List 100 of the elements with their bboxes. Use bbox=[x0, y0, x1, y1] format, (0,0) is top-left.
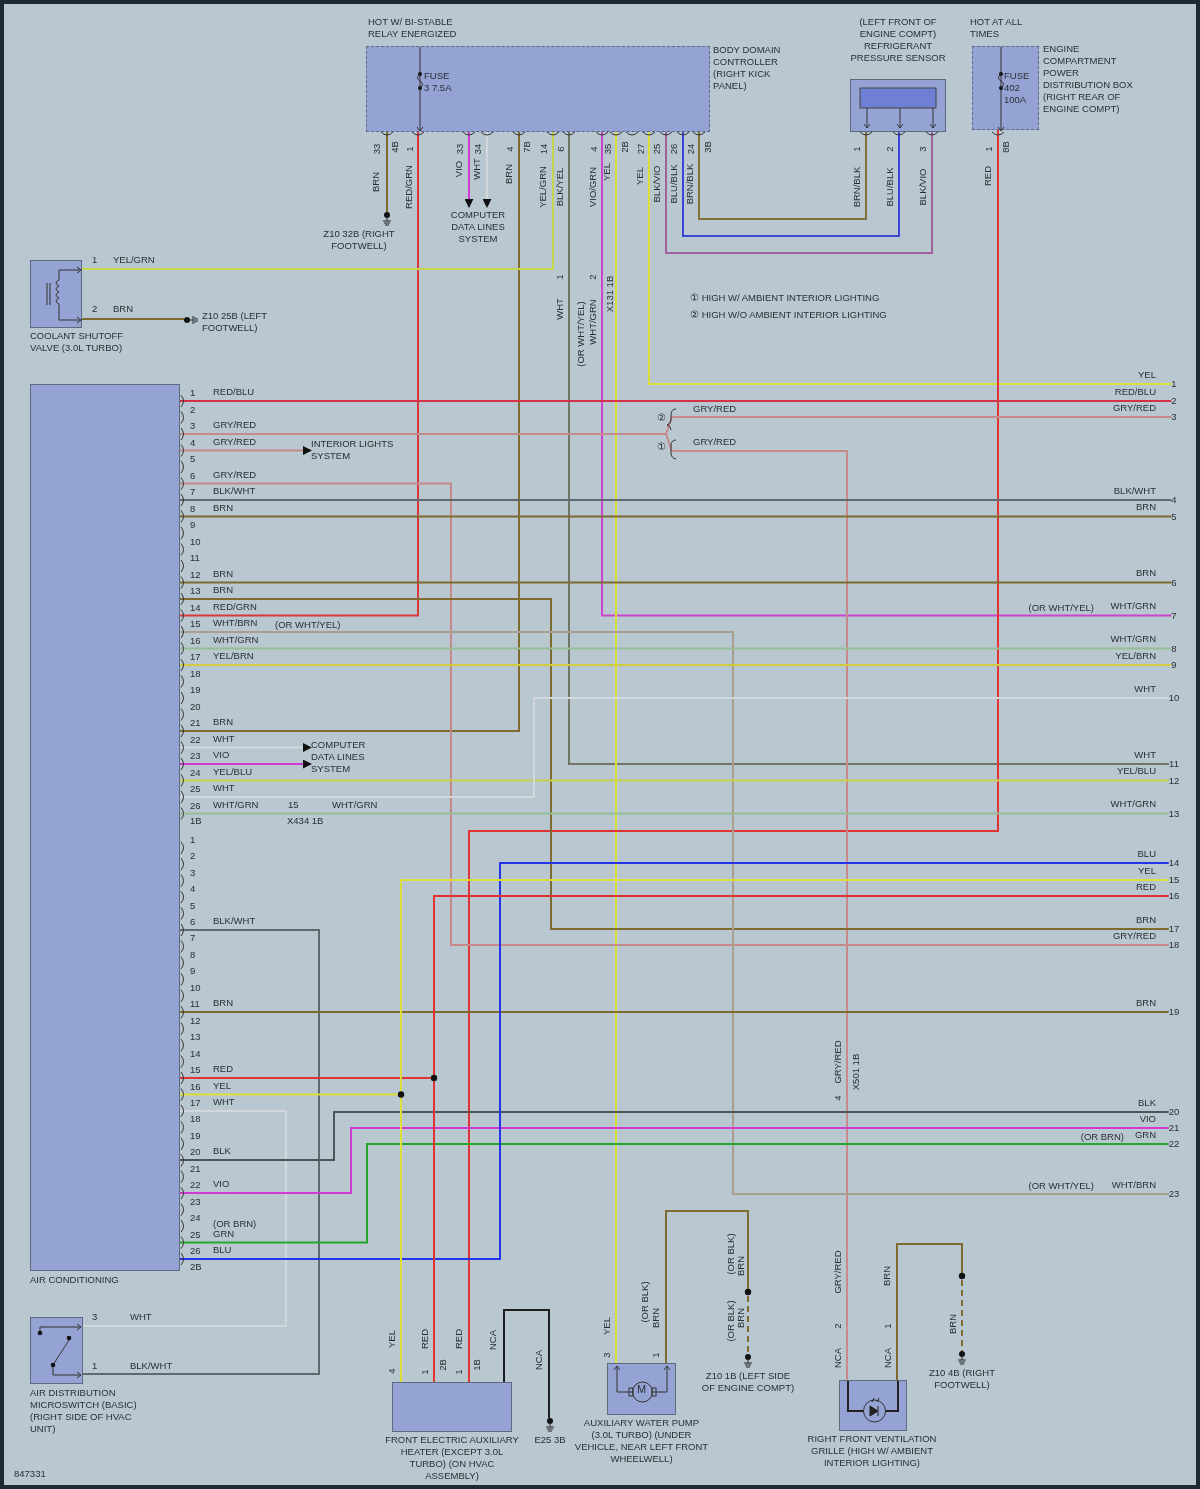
wire-color-label: (OR WHT/YEL) bbox=[1028, 602, 1094, 614]
wire-color-label: (OR WHT/YEL) bbox=[1028, 1180, 1094, 1192]
wire bbox=[82, 1110, 287, 1327]
pin-number: 17 bbox=[190, 1096, 201, 1109]
pin-number: 2B bbox=[190, 1261, 202, 1274]
wire-color-label: RED/BLU bbox=[213, 386, 255, 398]
wire bbox=[386, 131, 388, 213]
pin-number: 26 bbox=[668, 143, 680, 155]
wire bbox=[81, 318, 185, 320]
wire-color-label: BRN bbox=[213, 567, 234, 580]
wire-color-label: BRN bbox=[735, 1255, 747, 1277]
pin-number: 1 bbox=[453, 1369, 465, 1375]
wire-color-label: BRN/BLK bbox=[851, 166, 863, 208]
off-page-reference: 9 bbox=[1171, 659, 1177, 671]
pin-number: 23 bbox=[190, 1195, 201, 1208]
pin-number: 7 bbox=[190, 932, 196, 945]
component-label: E25 3B bbox=[533, 1434, 567, 1446]
pin-number: 19 bbox=[190, 1129, 201, 1142]
component-label: AIR DISTRIBUTION MICROSWITCH (BASIC) (RIGHT SIDE OF HVAC UNIT) bbox=[30, 1387, 138, 1435]
wire-color-label: WHT bbox=[554, 298, 566, 320]
pin-number: 6 bbox=[190, 469, 196, 482]
wire bbox=[179, 697, 1170, 798]
pin-number: 34 bbox=[472, 143, 484, 155]
wire-color-label: GRY/RED bbox=[1112, 402, 1156, 414]
pin-number: 2 bbox=[587, 274, 599, 280]
wire-color-label: RED bbox=[453, 1328, 465, 1350]
wire-color-label: BLK bbox=[213, 1145, 231, 1157]
wire-color-label: WHT/GRN bbox=[213, 798, 259, 811]
pin-number: 27 bbox=[635, 143, 647, 155]
pin-number: 1 bbox=[851, 146, 863, 152]
pin-number: 26 bbox=[190, 1245, 201, 1257]
wire-color-label: BRN bbox=[213, 716, 234, 728]
pin-number: 14 bbox=[538, 143, 550, 155]
pin-number: 23 bbox=[190, 750, 201, 762]
supply-note: HOT W/ BI-STABLE RELAY ENERGIZED bbox=[368, 16, 458, 40]
wire-color-label: BRN/BLK bbox=[684, 163, 696, 205]
wire-color-label: YEL bbox=[1138, 865, 1156, 877]
wire-color-label: BRN bbox=[213, 584, 234, 596]
pin-number: 4B bbox=[389, 141, 401, 153]
off-page-reference: 1 bbox=[1171, 378, 1177, 390]
wire-color-label: GRY/RED bbox=[213, 435, 257, 448]
wire-color-label: GRY/RED bbox=[832, 1040, 844, 1084]
pin-number: 1 bbox=[983, 146, 995, 152]
wire-color-label: BLU/BLK bbox=[884, 167, 896, 207]
wire bbox=[665, 131, 933, 254]
wire-color-label: YEL bbox=[1138, 369, 1156, 381]
pin-number: 25 bbox=[651, 143, 663, 155]
component-label: ENGINE COMPARTMENT POWER DISTRIBUTION BOX (RIGHT REAR OF ENGINE COMPT) bbox=[1043, 43, 1134, 115]
wire-color-label: NCA bbox=[533, 1349, 545, 1371]
wire-color-label: VIO bbox=[213, 1178, 230, 1190]
wire-color-label: WHT bbox=[213, 732, 235, 745]
pin-number: 4 bbox=[386, 1368, 398, 1374]
motor-symbol-letter: M bbox=[635, 1383, 648, 1395]
wire-color-label: GRY/RED bbox=[832, 1250, 844, 1294]
wire-color-label: (OR BRN) bbox=[213, 1218, 257, 1229]
component-label: Z10 32B (RIGHT FOOTWELL) bbox=[322, 228, 396, 252]
wire-color-label: YEL/BLU bbox=[1116, 765, 1156, 777]
legend-note: ② HIGH W/O AMBIENT INTERIOR LIGHTING bbox=[690, 309, 887, 321]
wire-color-label: BRN bbox=[213, 501, 234, 514]
pin-number: 22 bbox=[190, 1179, 201, 1192]
wire bbox=[179, 1143, 1170, 1244]
pin-number: 10 bbox=[190, 981, 201, 994]
wire-color-label: (OR BLK) bbox=[725, 1233, 737, 1275]
pin-number: 20 bbox=[190, 700, 201, 713]
wire-color-label: WHT/GRN bbox=[1110, 633, 1156, 645]
wire-color-label: YEL bbox=[601, 163, 613, 181]
wire-color-label: BRN bbox=[113, 303, 134, 315]
pin-number: 35 bbox=[602, 143, 614, 155]
wire-color-label: BLK/WHT bbox=[130, 1360, 173, 1372]
pin-number: 15 bbox=[190, 1064, 201, 1077]
pin-number: 14 bbox=[190, 601, 201, 614]
wire-color-label: BLK bbox=[1138, 1097, 1156, 1109]
wire bbox=[179, 499, 1173, 501]
wire-color-label: GRY/RED bbox=[213, 468, 257, 481]
wire-color-label: WHT/GRN bbox=[587, 299, 599, 345]
component-label: RIGHT FRONT VENTILATION GRILLE (HIGH W/ AMBIENT INTERIOR LIGHTING) bbox=[806, 1433, 938, 1469]
off-page-reference: 23 bbox=[1168, 1188, 1180, 1200]
wire-color-label: WHT/BRN bbox=[213, 617, 258, 629]
pin-number: 24 bbox=[190, 1212, 201, 1225]
wire bbox=[179, 1127, 1170, 1194]
wire-color-label: NCA bbox=[882, 1347, 894, 1369]
pin-number: 1 bbox=[190, 387, 196, 399]
pin-number: 3 bbox=[601, 1352, 613, 1358]
wire bbox=[615, 131, 617, 1364]
pin-number: 4 bbox=[588, 146, 600, 152]
pin-number: 4 bbox=[190, 883, 196, 896]
off-page-reference: 10 bbox=[1168, 692, 1180, 704]
system-reference: COMPUTER DATA LINES SYSTEM bbox=[449, 209, 507, 245]
wire-color-label: BLK/VIO bbox=[917, 168, 929, 206]
pin-number: 33 bbox=[454, 143, 466, 155]
pin-number: 2B bbox=[437, 1359, 449, 1371]
wire-color-label: RED/GRN bbox=[213, 600, 257, 613]
wire-color-label: YEL bbox=[386, 1330, 398, 1348]
option-marker: ① bbox=[656, 441, 666, 453]
pin-number: 25 bbox=[190, 1228, 201, 1241]
pin-number: 7B bbox=[521, 141, 533, 153]
wire-color-label: RED bbox=[1135, 881, 1156, 893]
wire bbox=[179, 581, 1173, 584]
wire-color-label: RED/GRN bbox=[403, 165, 415, 209]
component-label: Z10 1B (LEFT SIDE OF ENGINE COMPT) bbox=[700, 1370, 796, 1394]
